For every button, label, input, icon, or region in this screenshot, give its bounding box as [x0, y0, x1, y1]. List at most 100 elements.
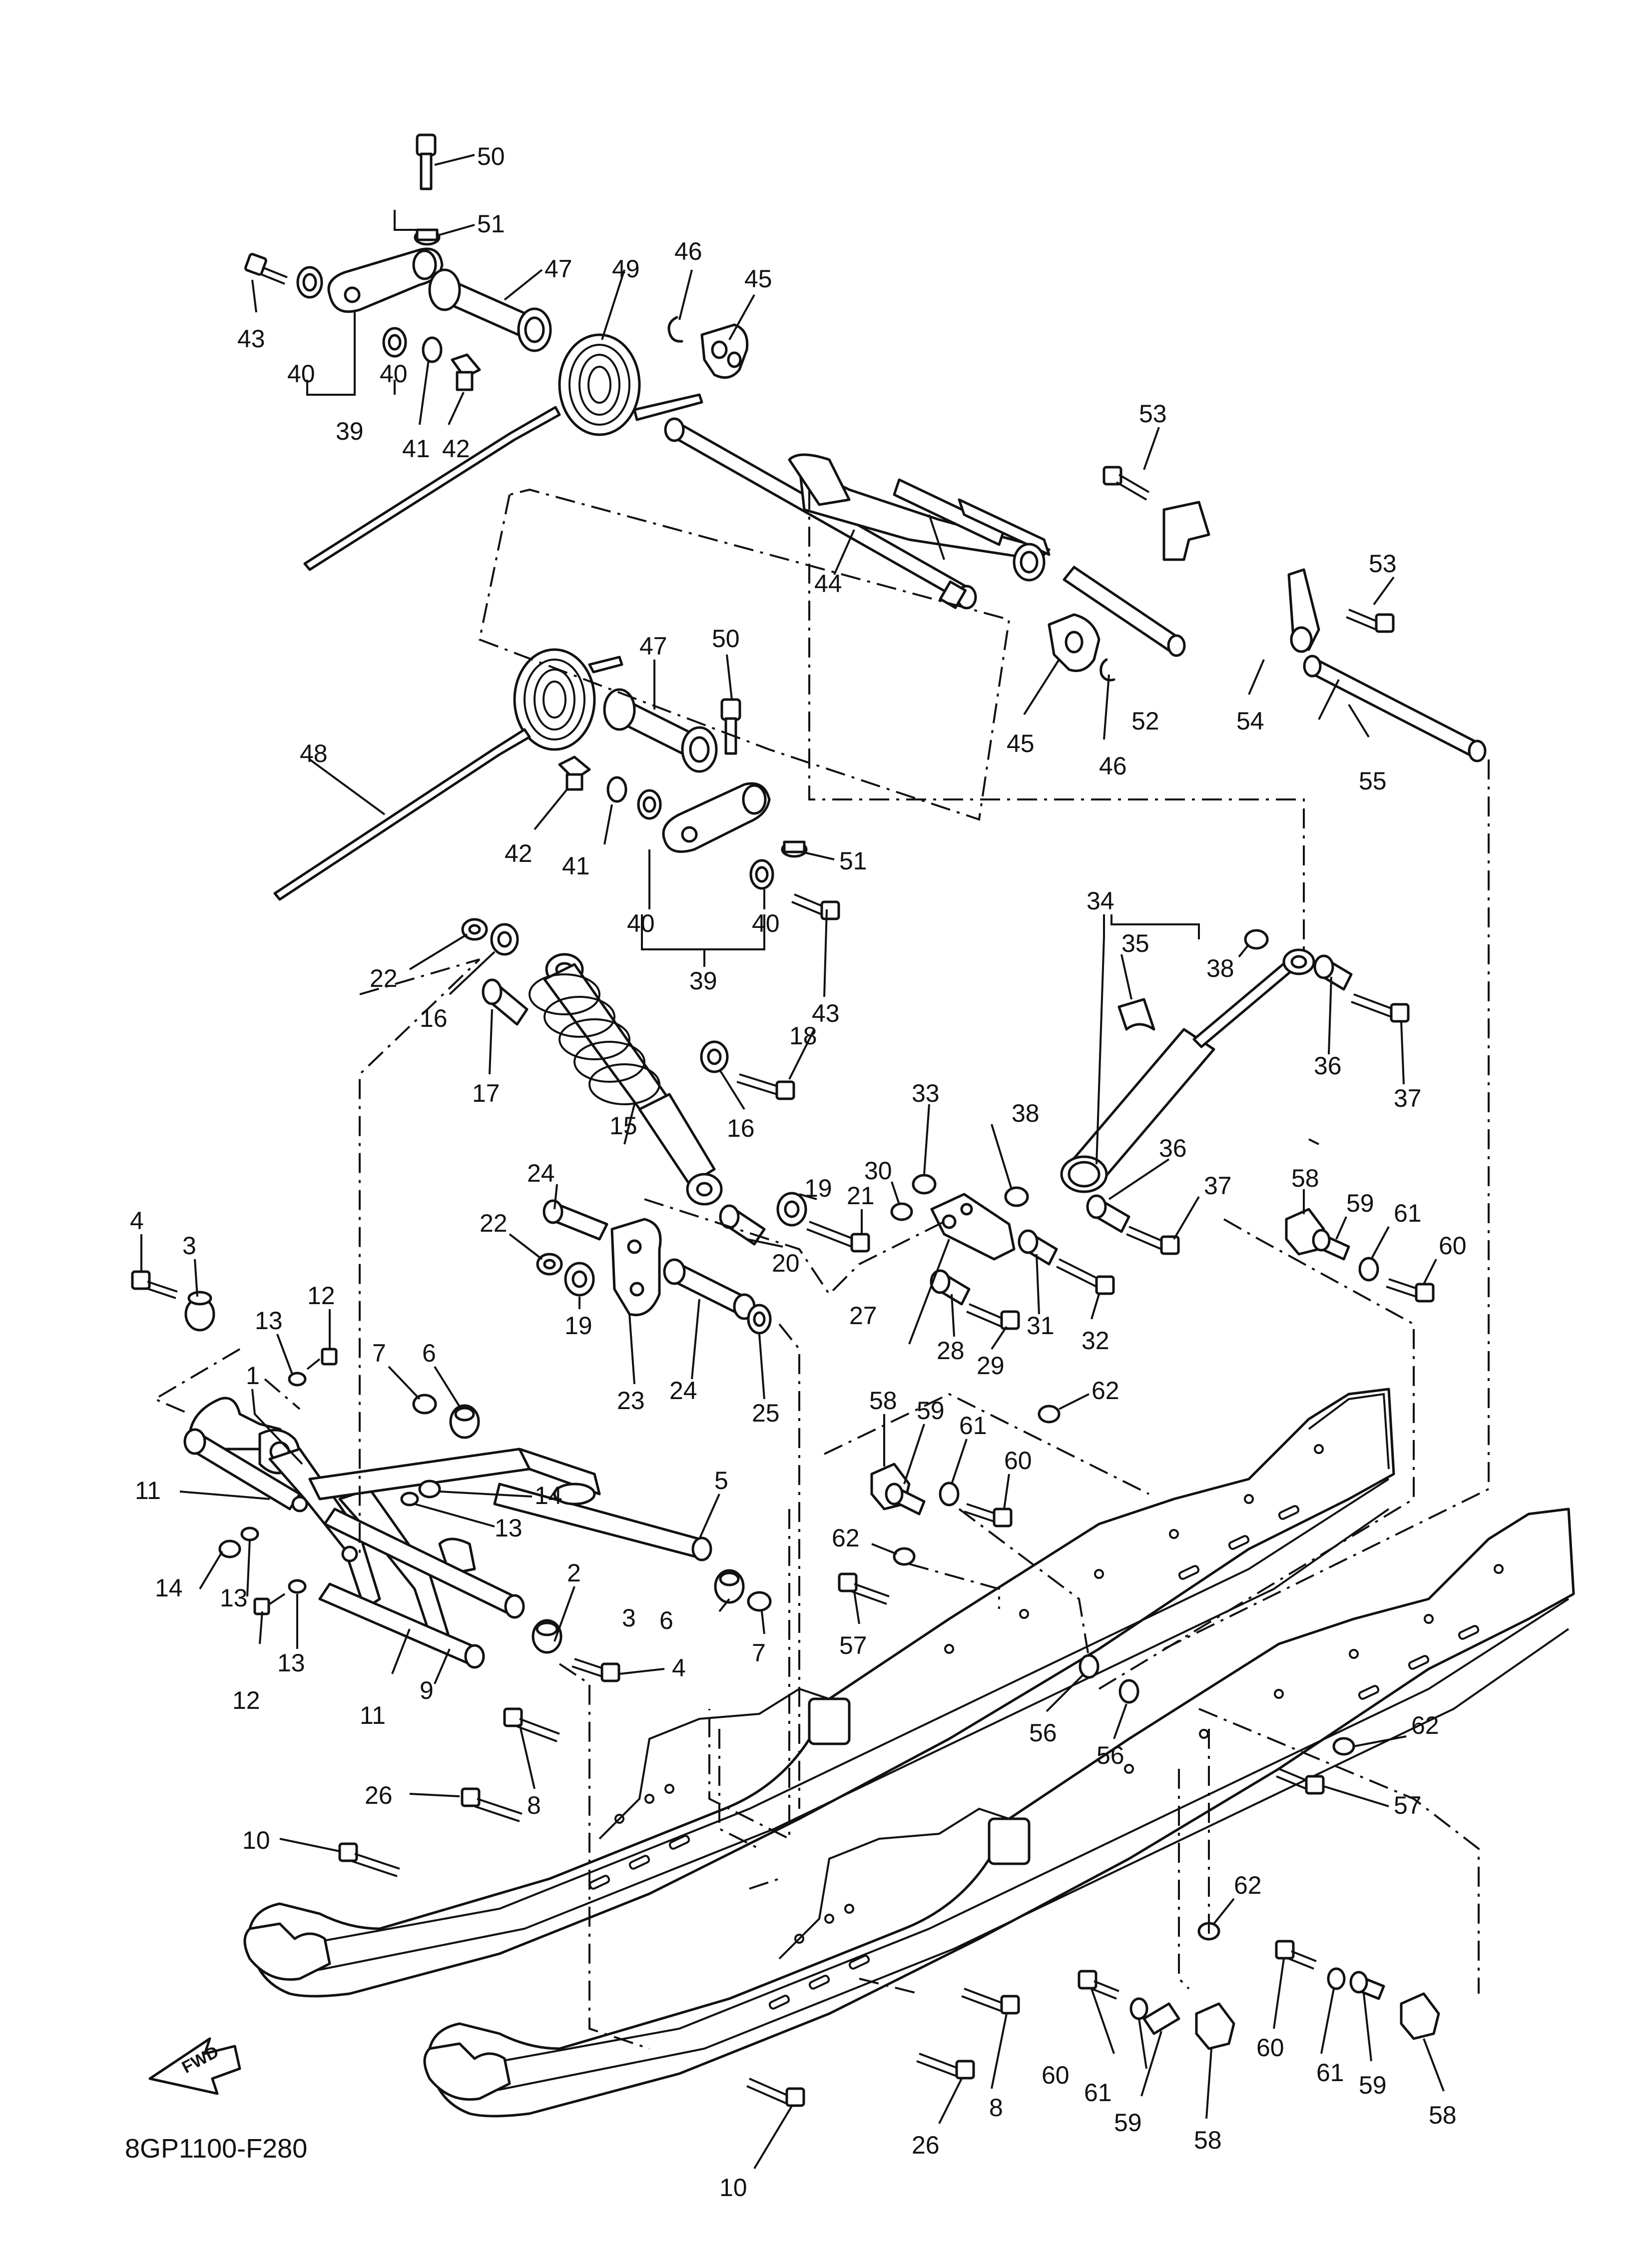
bolt-29 [966, 1303, 1020, 1330]
callout: 19 [804, 1174, 832, 1202]
callout: 36 [1159, 1134, 1187, 1162]
rear-shock-assembly [890, 929, 1410, 1330]
callout: 61 [1316, 2059, 1344, 2087]
collar-3-left [184, 1291, 215, 1332]
callout: 51 [477, 210, 505, 238]
callout: 59 [917, 1397, 945, 1425]
bolt-60-lower-right [1275, 1940, 1317, 1970]
callout: 46 [1099, 752, 1127, 780]
nut-14-upper [418, 1480, 441, 1499]
diagram-code: 8GP1100-F280 [125, 2134, 307, 2164]
bolt-4-lower [571, 1658, 620, 1682]
callout: 62 [1411, 1711, 1439, 1739]
bolt-12-upper [306, 1348, 338, 1370]
bolt-50-top [416, 133, 437, 190]
callout: 40 [627, 909, 655, 937]
callout: 13 [220, 1584, 248, 1612]
collar-6-lower [714, 1569, 745, 1604]
callout: 38 [1012, 1099, 1040, 1127]
callout: 26 [365, 1781, 393, 1809]
callout: 4 [130, 1207, 144, 1235]
washer-56-b [1118, 1679, 1139, 1704]
collar-59-lower-right [1349, 1971, 1385, 2000]
washer-13-upper [288, 1372, 307, 1387]
collar-16-top [490, 923, 519, 956]
callout: 62 [832, 1524, 860, 1552]
collar-24-lower [663, 1258, 756, 1320]
bolt-57-upper [838, 1572, 890, 1605]
collar-47-top [428, 268, 552, 352]
washer-13-middle [400, 1492, 419, 1506]
nut-38-top [1244, 929, 1269, 950]
callout: 48 [300, 740, 328, 767]
callout: 42 [505, 839, 533, 867]
callout: 24 [669, 1377, 697, 1405]
bracket-27 [930, 1193, 1016, 1261]
callout: 10 [719, 2174, 747, 2202]
callout: 17 [472, 1079, 500, 1107]
nut-51-lower [781, 840, 808, 858]
callout: 22 [480, 1209, 508, 1237]
washer-61-middle [939, 1482, 960, 1506]
collar-6-upper [449, 1404, 480, 1439]
washer-13-lower-left [240, 1526, 259, 1541]
callout: 58 [869, 1387, 897, 1415]
callout: 3 [182, 1232, 196, 1260]
collar-40-top-right [382, 327, 407, 358]
nut-22-top [461, 918, 488, 941]
bolt-42-top [451, 353, 481, 391]
bolt-57-lower [1276, 1768, 1325, 1795]
collar-25 [747, 1304, 772, 1335]
callout: 50 [477, 142, 505, 170]
nut-7-lower [747, 1591, 772, 1612]
collar-59-upper [1312, 1229, 1350, 1261]
callout: 3 [622, 1604, 636, 1632]
callout: 15 [609, 1112, 637, 1140]
collar-47-lower [603, 688, 718, 773]
bolt-42-lower [558, 755, 591, 791]
callout: 38 [1206, 954, 1234, 982]
callout: 53 [1369, 550, 1397, 578]
callout: 46 [674, 237, 702, 265]
callout: 36 [1314, 1052, 1342, 1080]
slide-rail-left [243, 1388, 1395, 1998]
callout: 49 [612, 255, 640, 283]
bolt-60-middle [964, 1503, 1013, 1527]
callout: 59 [1346, 1189, 1374, 1217]
rear-arm-assembly [664, 417, 1487, 762]
collar-28 [930, 1269, 971, 1306]
callout: 60 [1004, 1447, 1032, 1475]
collar-16-lower [700, 1040, 729, 1073]
callout: 12 [307, 1282, 335, 1310]
callout: 18 [789, 1022, 817, 1050]
bolt-43-top [244, 253, 288, 285]
callout: 53 [1139, 400, 1167, 428]
slider-58-lower-right [1400, 1992, 1440, 2040]
fwd-arrow-icon: FWD [148, 2037, 241, 2095]
callout: 59 [1114, 2109, 1142, 2137]
bracket-45-lower [1048, 613, 1101, 672]
callout: 60 [1439, 1232, 1467, 1260]
front-shock-assembly [461, 918, 870, 1335]
leader-lines [140, 154, 1445, 2170]
circlip-46-lower [1100, 658, 1115, 682]
collar-59-middle [885, 1483, 926, 1515]
callout: 29 [977, 1352, 1005, 1380]
callout: 28 [937, 1337, 965, 1365]
washer-41-lower [606, 776, 627, 803]
callout: 33 [912, 1079, 940, 1107]
circlip-46-top [667, 316, 683, 343]
callout: 8 [527, 1791, 541, 1819]
callout: 6 [659, 1606, 673, 1634]
callout: 21 [847, 1182, 875, 1210]
nut-62-a [1038, 1405, 1061, 1424]
nut-62-b [893, 1547, 916, 1566]
callout: 50 [712, 625, 740, 653]
bolt-37-lower [1126, 1226, 1180, 1255]
collar-19-upper [776, 1192, 807, 1227]
rail-hardware [338, 1208, 1440, 2107]
callout: 19 [564, 1312, 592, 1340]
collar-59-lower-left [1142, 2002, 1180, 2035]
callout: 22 [370, 964, 398, 992]
